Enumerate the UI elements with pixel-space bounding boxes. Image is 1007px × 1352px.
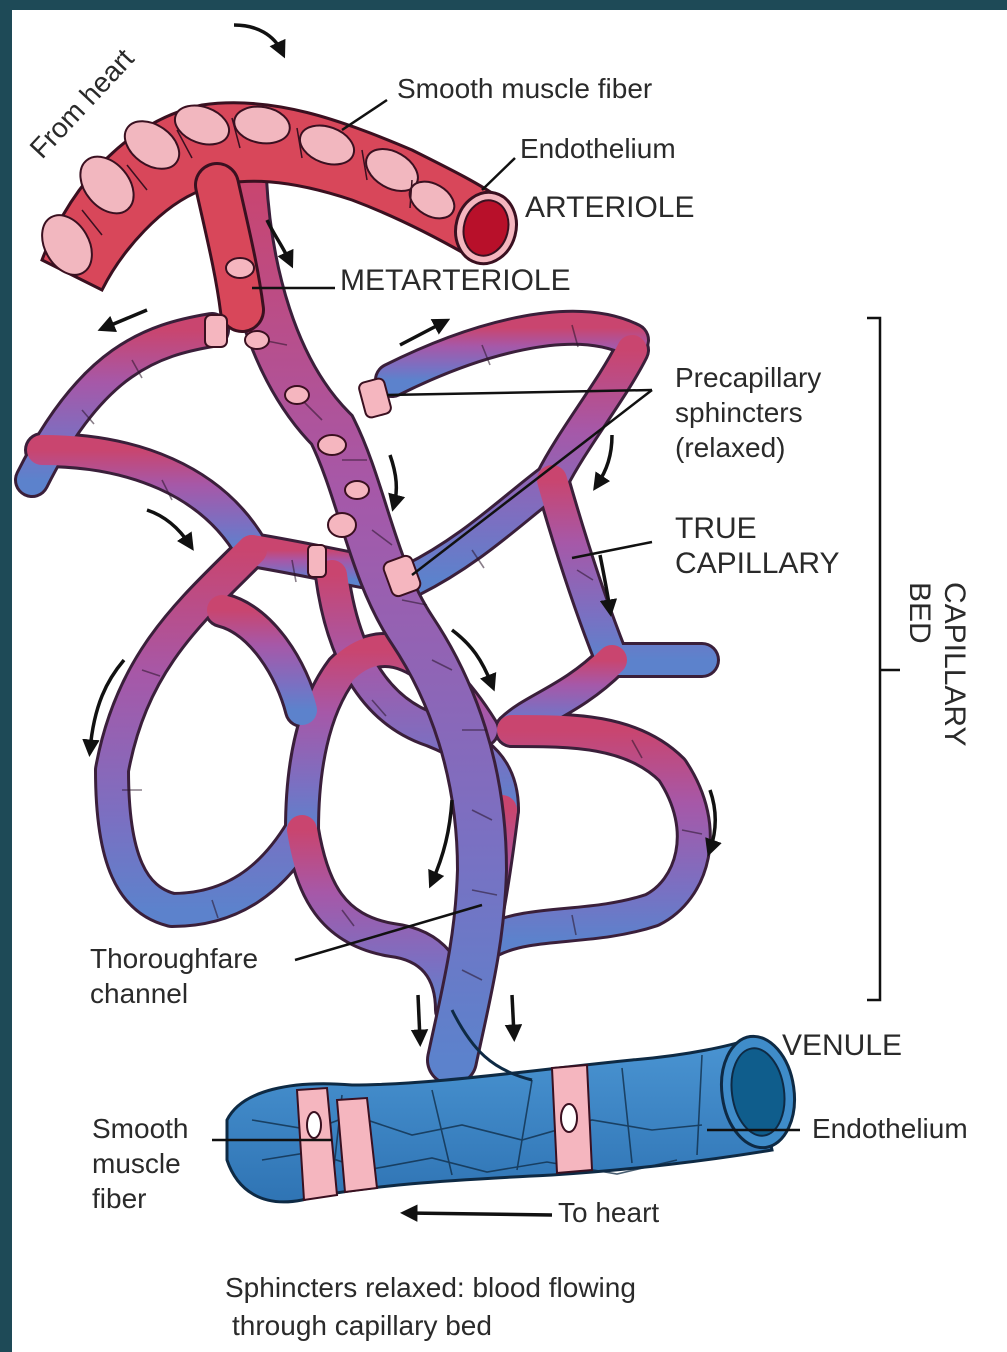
caption-line-2: through capillary bed	[232, 1310, 492, 1341]
precapillary-label-1: Precapillary	[675, 362, 821, 393]
venule	[227, 1010, 801, 1202]
capillary-network	[32, 180, 702, 1060]
true-capillary-label-1: TRUE	[675, 512, 757, 545]
smooth-muscle-label-2: muscle	[92, 1148, 181, 1179]
endothelium-top-label: Endothelium	[520, 133, 676, 164]
endothelium-bottom-label: Endothelium	[812, 1113, 968, 1144]
thoroughfare-label-2: channel	[90, 978, 188, 1009]
capillary-bed-label-2: BED	[903, 582, 936, 644]
thoroughfare-label-1: Thoroughfare	[90, 943, 258, 974]
capillary-bed-label-1: CAPILLARY	[938, 582, 971, 747]
smooth-muscle-label-1: Smooth	[92, 1113, 189, 1144]
arteriole-label: ARTERIOLE	[525, 191, 695, 224]
smooth-muscle-label-3: fiber	[92, 1183, 146, 1214]
to-heart-label: To heart	[558, 1197, 659, 1228]
precapillary-label-3: (relaxed)	[675, 432, 785, 463]
capillary-bed-diagram: From heart Smooth muscle fiber Endotheli…	[12, 10, 1007, 1352]
leader-lines	[212, 100, 800, 1140]
smooth-muscle-fiber-label: Smooth muscle fiber	[397, 73, 652, 104]
precapillary-label-2: sphincters	[675, 397, 803, 428]
capillary-bed-bracket	[867, 318, 900, 1000]
venule-label: VENULE	[782, 1029, 902, 1062]
true-capillary-label-2: CAPILLARY	[675, 547, 840, 580]
diagram-frame: From heart Smooth muscle fiber Endotheli…	[12, 10, 1007, 1352]
caption-line-1: Sphincters relaxed: blood flowing	[225, 1272, 636, 1303]
metarteriole-label: METARTERIOLE	[340, 264, 571, 297]
